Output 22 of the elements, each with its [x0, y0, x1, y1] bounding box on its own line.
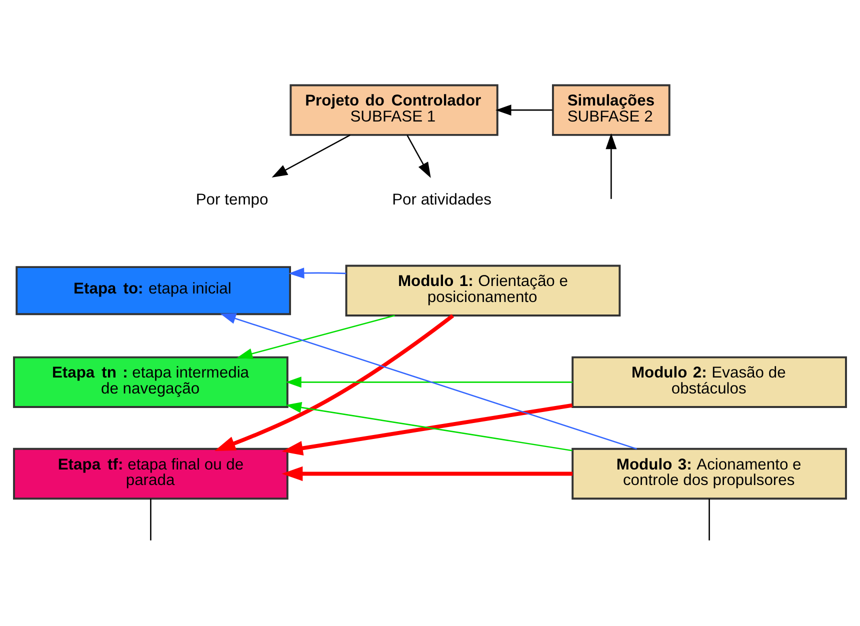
node-box: Etapa to: etapa inicial — [16, 266, 291, 315]
arrow — [282, 466, 573, 481]
arrow — [606, 132, 617, 198]
node-box: Etapa tf: etapa final ou de parada — [13, 447, 288, 500]
node-box: Modulo 1: Orientação e posicionamento — [345, 264, 621, 316]
node-text: Por atividades — [392, 190, 492, 208]
connector — [150, 498, 152, 540]
arrow — [236, 314, 395, 359]
arrow — [214, 314, 454, 450]
node-box: Projeto do Controlador SUBFASE 1 — [290, 84, 498, 136]
node-box: Etapa tn : etapa intermedia de navegação — [13, 356, 288, 408]
node-box: Modulo 3: Acionamento e controle dos propulsores — [572, 447, 847, 500]
node-box: Modulo 2: Evasão de obstáculos — [572, 356, 847, 408]
arrow — [286, 376, 573, 388]
arrow — [288, 267, 346, 278]
arrow — [272, 134, 350, 177]
connector — [708, 498, 710, 540]
node-text: Por tempo — [196, 190, 268, 208]
arrow — [220, 312, 637, 450]
arrow — [406, 134, 431, 178]
node-box: Simulações SUBFASE 2 — [552, 84, 670, 136]
arrow — [496, 104, 553, 116]
